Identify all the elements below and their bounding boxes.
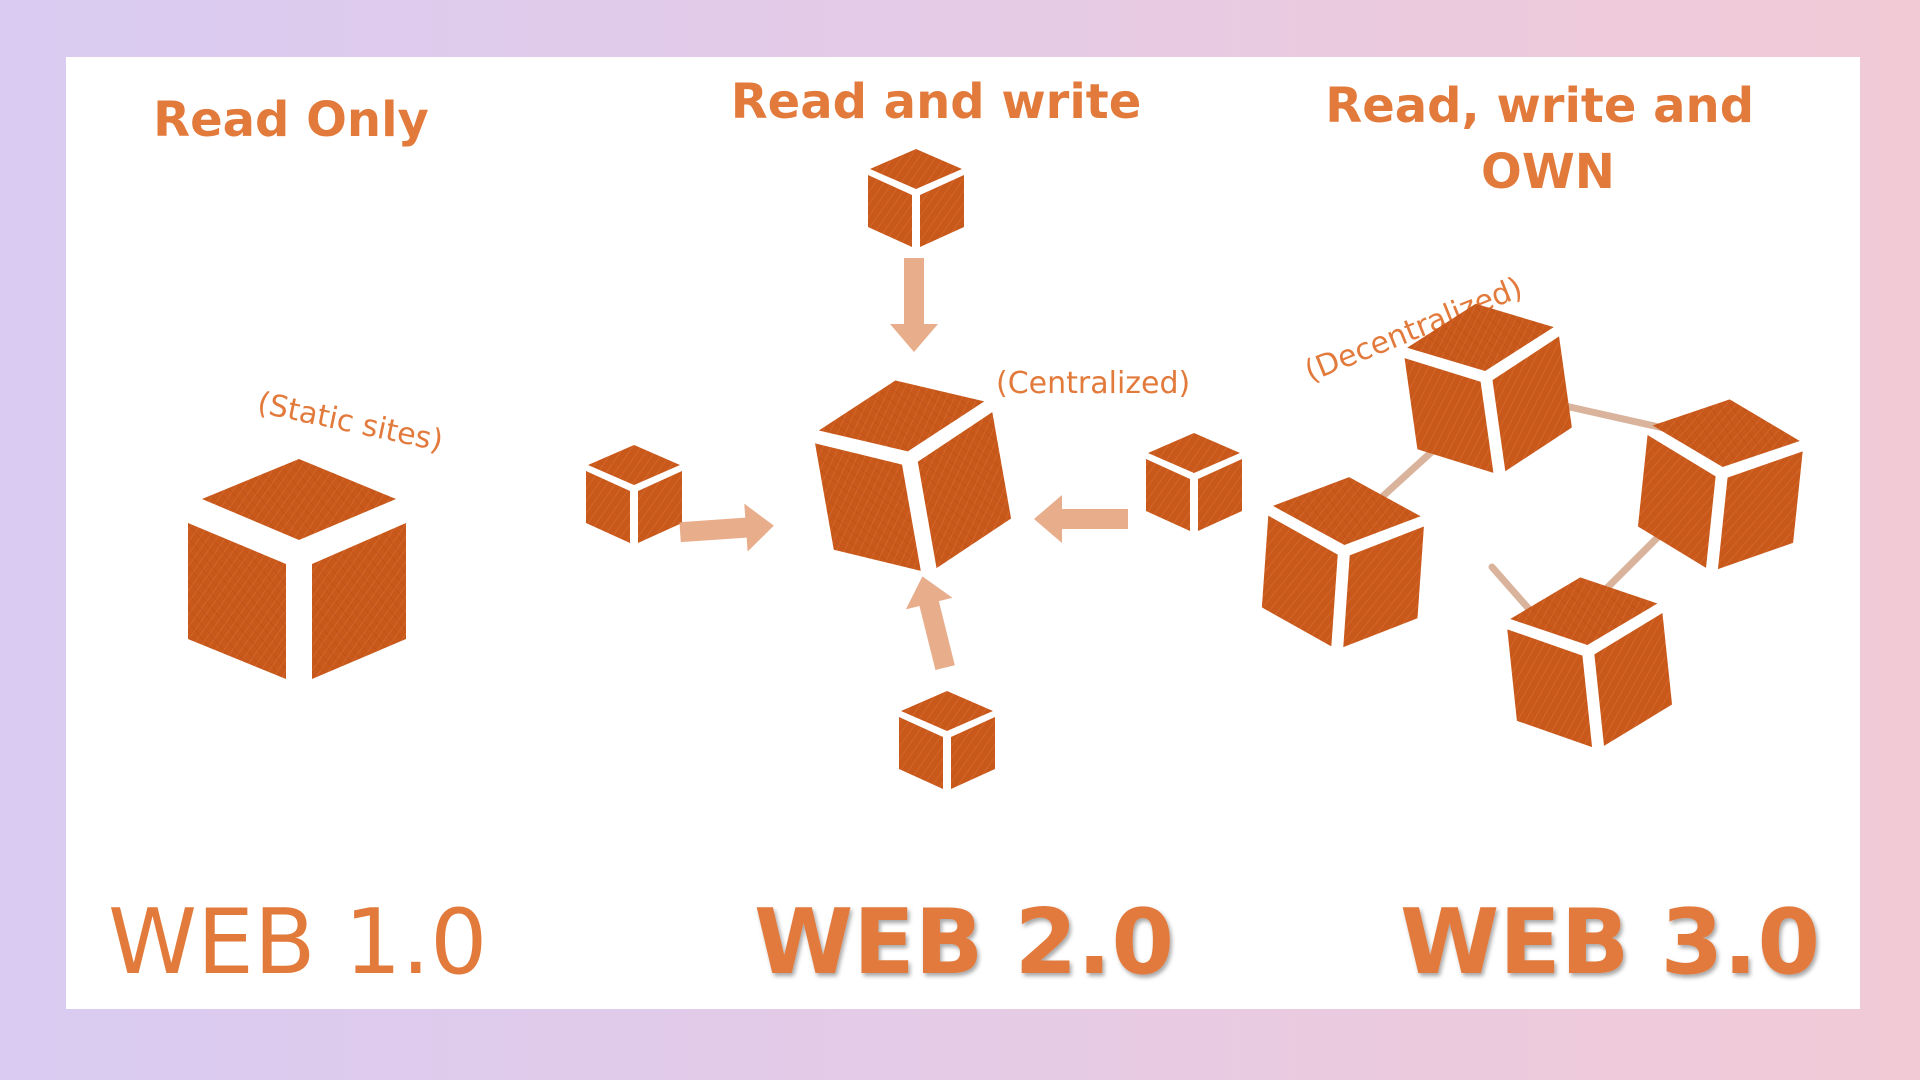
cube-icon <box>899 691 995 789</box>
note-static-sites: (Static sites) <box>254 386 446 459</box>
arrow-icon <box>679 503 774 552</box>
column-web2: Read and write (Centralized) <box>586 74 1242 995</box>
cube-icon <box>1507 577 1673 748</box>
cube-icon <box>1146 433 1242 531</box>
arrow-icon <box>890 258 938 352</box>
column-web1: Read Only (Static sites) WEB 1.0 <box>108 92 487 995</box>
cube-icon <box>1637 399 1803 570</box>
cube-icon <box>188 459 406 679</box>
diagram-panel: Read Only (Static sites) WEB 1.0 Read an… <box>66 57 1860 1009</box>
heading-web1: Read Only <box>153 92 429 148</box>
heading-web3: Read, write and OWN <box>1325 78 1771 200</box>
cube-icon <box>868 149 964 247</box>
heading-web2: Read and write <box>731 74 1142 130</box>
era-title-web1: WEB 1.0 <box>108 890 487 995</box>
era-title-web2: WEB 2.0 <box>754 890 1174 995</box>
cube-icon <box>815 380 1012 571</box>
web-evolution-diagram: Read Only (Static sites) WEB 1.0 Read an… <box>108 74 1820 995</box>
note-centralized: (Centralized) <box>996 366 1190 401</box>
arrow-icon <box>1034 495 1128 543</box>
arrow-icon <box>905 576 955 671</box>
cube-icon <box>586 445 682 543</box>
column-web3: Read, write and OWN (Decentralized) <box>1261 78 1820 995</box>
cube-icon <box>1404 303 1572 473</box>
era-title-web3: WEB 3.0 <box>1400 890 1820 995</box>
cube-icon <box>1261 477 1424 648</box>
